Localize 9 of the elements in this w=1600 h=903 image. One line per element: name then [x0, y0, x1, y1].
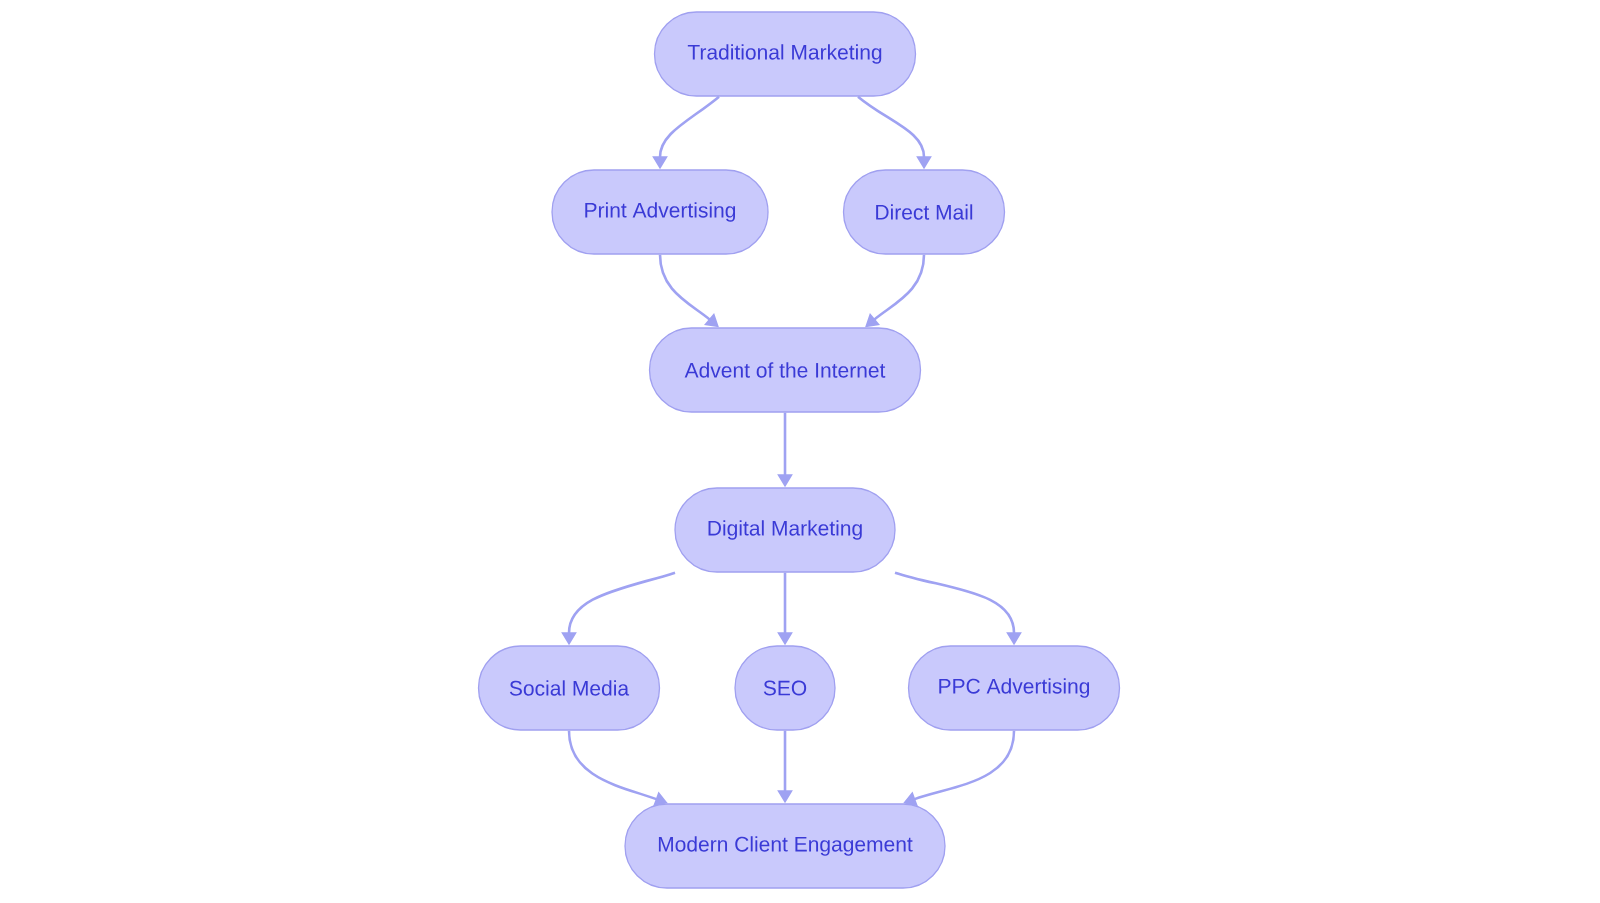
process-box: Print Advertising	[551, 169, 769, 255]
process-box: Digital Marketing	[674, 487, 896, 573]
process-box: Social Media	[477, 645, 661, 731]
process-box: Direct Mail	[842, 169, 1006, 255]
process-box: Modern Client Engagement	[624, 803, 946, 889]
process-box: Traditional Marketing	[653, 11, 917, 97]
process-box: PPC Advertising	[907, 645, 1121, 731]
process-box: Advent of the Internet	[648, 327, 922, 413]
process-box: SEO	[734, 645, 836, 731]
